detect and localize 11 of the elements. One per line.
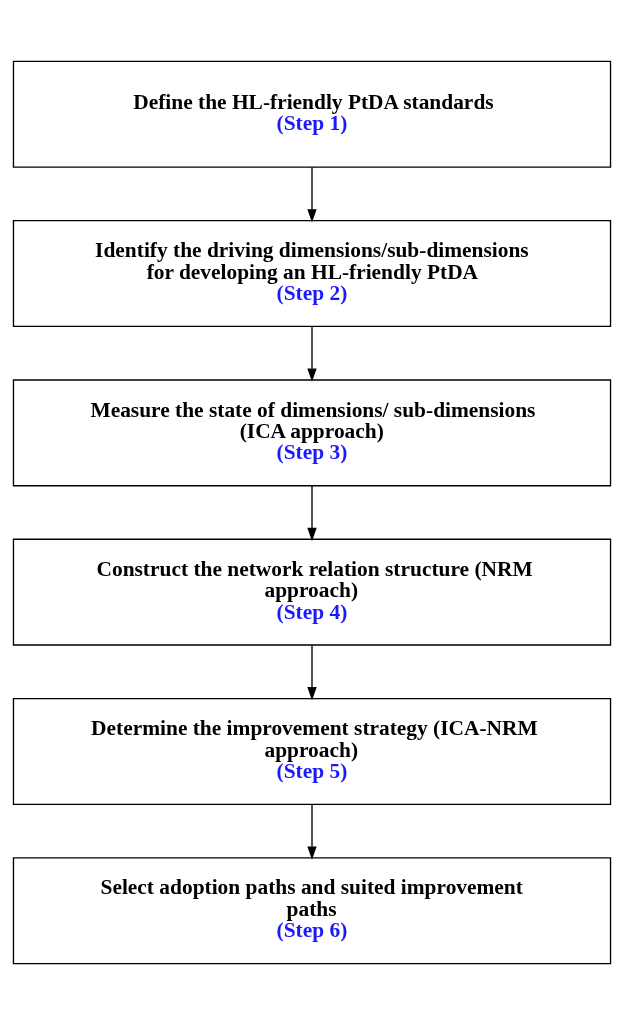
- node-box: Identify the driving dimensions/sub-dimensions for developing an HL-friendly PtDA (Step 2): [12, 219, 612, 327]
- arrow: [307, 166, 317, 223]
- node-box: Measure the state of dimensions/ sub-dimensions (ICA approach) (Step 3): [12, 378, 612, 486]
- arrow: [307, 325, 317, 382]
- node-box: Define the HL-friendly PtDA standards (Step 1): [12, 60, 612, 168]
- node-box: Construct the network relation structure (NRM approach) (Step 4): [12, 538, 612, 646]
- arrow: [307, 484, 317, 541]
- arrow: [307, 644, 317, 700]
- node-box: Determine the improvement strategy (ICA-NRM approach) (Step 5): [12, 697, 612, 805]
- node-box: Select adoption paths and suited improvement paths (Step 6): [12, 856, 612, 964]
- arrow: [307, 803, 317, 860]
